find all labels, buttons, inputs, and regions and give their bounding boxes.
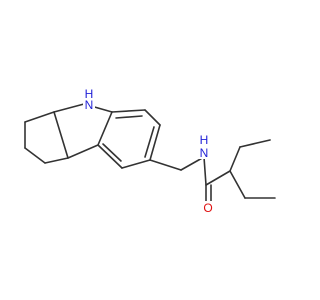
bond-double-c7-c6 xyxy=(144,126,155,158)
bond-c9a-c8 xyxy=(111,109,146,113)
bond-c6-c5a xyxy=(121,159,151,169)
bond-c4a-c9a xyxy=(97,111,113,146)
indole-n-label-bg xyxy=(83,98,95,112)
bond-c1-c5 xyxy=(53,111,69,159)
oxygen-label-bg xyxy=(202,201,214,215)
indole-nh-label-bg xyxy=(83,87,95,101)
amide-h-label-bg xyxy=(198,133,210,147)
oxygen-label: O xyxy=(203,201,212,215)
amide-h-label: H xyxy=(200,133,209,147)
bonds xyxy=(24,103,276,207)
bond-co-ch xyxy=(205,170,231,186)
bond-ch-up xyxy=(229,146,241,172)
amide-n-label: N xyxy=(200,146,209,160)
bond-double-c9a-c8 xyxy=(115,115,143,119)
bond-up-ch3 xyxy=(239,139,271,148)
molecule-diagram: H N N H O xyxy=(24,87,276,215)
indole-h-label: H xyxy=(85,87,94,101)
bond-c3-c4 xyxy=(24,147,46,164)
bond-c4-c5 xyxy=(44,157,69,164)
bond-ch2-nh xyxy=(180,156,205,171)
bond-double-c5a-c4a xyxy=(102,143,122,162)
amide-n-label-bg xyxy=(198,145,210,159)
bond-ch-down xyxy=(229,170,246,199)
bond-c8-c7 xyxy=(144,109,161,126)
atom-labels: H N N H O xyxy=(83,87,214,215)
indole-n-label: N xyxy=(85,98,94,112)
molecule-svg: H N N H O xyxy=(24,87,276,215)
bond-c1-n xyxy=(53,103,85,113)
bond-c5a-c4a xyxy=(97,144,123,169)
bond-c6-ch2 xyxy=(149,159,182,171)
bond-c7-c6 xyxy=(149,124,161,161)
bond-c1-c2 xyxy=(24,111,55,123)
bond-c5-c4a xyxy=(67,144,99,159)
bond-nh-co xyxy=(203,156,207,186)
